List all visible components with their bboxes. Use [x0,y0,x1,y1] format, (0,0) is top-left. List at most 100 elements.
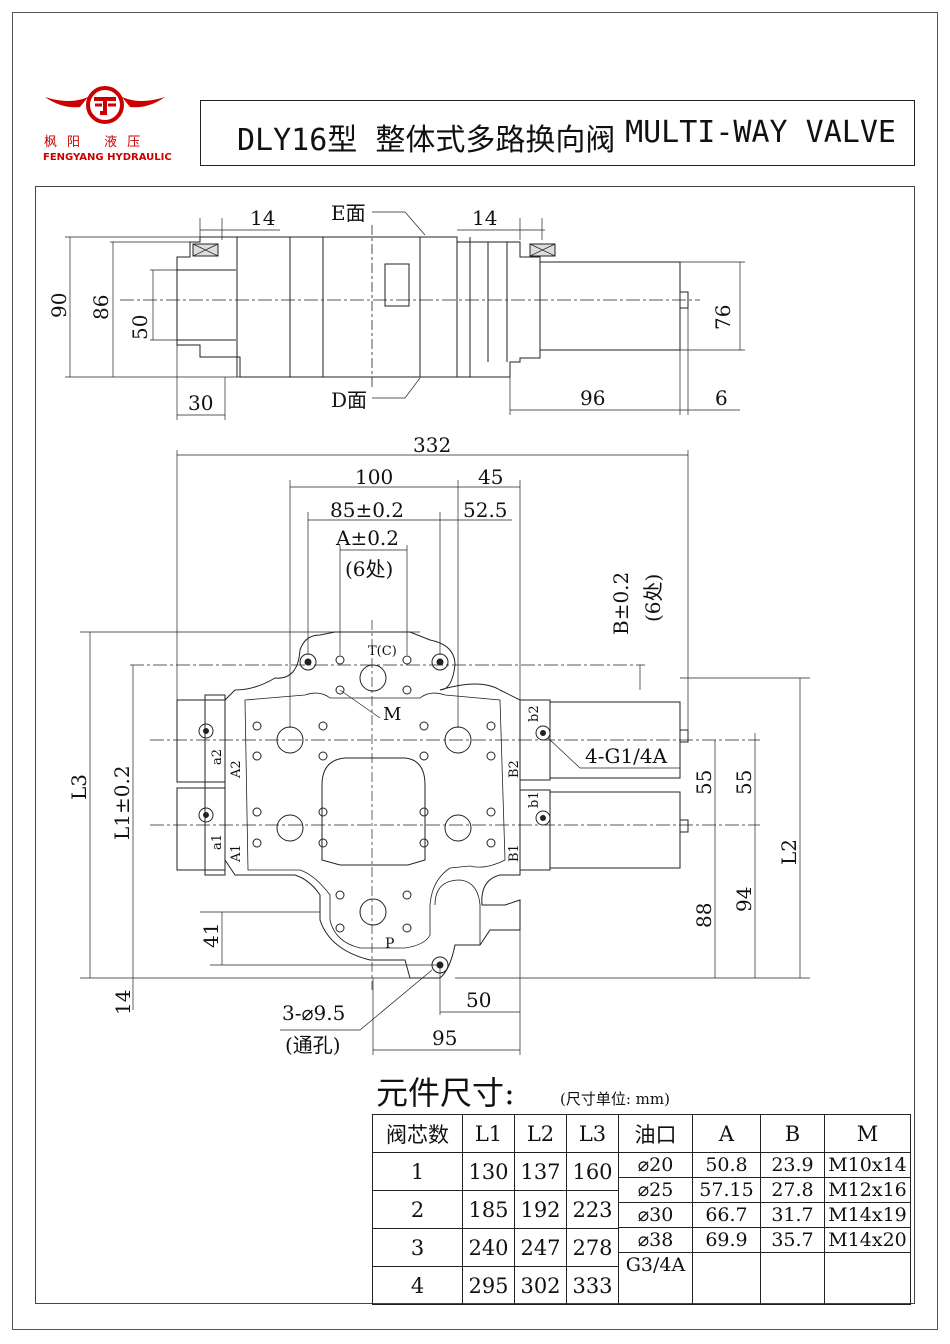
title-english: MULTI-WAY VALVE [625,115,896,150]
table-row: 2 185 192 223 [372,1190,911,1229]
table-row: 1 130 137 160 ⌀20 ⌀25 ⌀30 ⌀38 G3/4A 50.8… [372,1152,911,1305]
plan-view [80,450,810,1055]
dim-88: 88 [692,903,716,928]
cell-l2: 247 [514,1228,567,1267]
dim-52-5: 52.5 [463,498,508,522]
m-cell: M14x19 [825,1203,910,1228]
e-face-label: E面 [331,201,366,225]
dim-55-b: 55 [732,770,756,795]
spool-count: 3 [372,1228,463,1267]
b-cell: 23.9 [761,1153,824,1178]
dim-14-left: 14 [250,206,275,230]
port-a1-label: a1 [210,834,225,850]
dim-94: 94 [732,887,756,912]
dim-30: 30 [188,391,213,415]
cell-l3: 160 [566,1152,619,1191]
cell-l2: 302 [514,1266,567,1305]
cell-l2: 192 [514,1190,567,1229]
m-column: M10x14 M12x16 M14x19 M14x20 [824,1152,911,1305]
dim-b: B±0.2 [609,572,633,635]
logo-en-text: FENGYANG HYDRAULIC [43,152,172,163]
a-cell [693,1253,760,1277]
a-cell: 50.8 [693,1153,760,1178]
dim-50-bottom: 50 [466,988,491,1012]
logo-cn-text: 枫阳 液压 [44,135,151,150]
holes-note: (通孔) [285,1033,341,1057]
b-cell: 35.7 [761,1228,824,1253]
dim-100: 100 [355,465,393,489]
dim-L2: L2 [777,839,801,865]
cell-l3: 278 [566,1228,619,1267]
spool-count: 1 [372,1152,463,1191]
dim-76: 76 [711,305,735,330]
a-column: 50.8 57.15 66.7 69.9 [692,1152,761,1305]
dim-a: A±0.2 [335,526,399,550]
table-row: 3 240 247 278 [372,1228,911,1267]
dim-50: 50 [128,315,152,340]
fengyang-logo [45,86,165,124]
cell-l1: 130 [462,1152,515,1191]
dim-332: 332 [413,433,451,457]
table-unit: (尺寸单位: mm) [560,1090,670,1108]
header-cell: A [692,1114,761,1153]
label-A1: A1 [229,844,244,863]
side-view [65,211,745,420]
d-face-label: D面 [331,388,367,412]
port-cell: G3/4A [625,1254,686,1276]
header-cell: L2 [514,1114,567,1153]
b-cell [761,1253,824,1277]
port-cell: ⌀30 [619,1203,692,1228]
port-m-label: M [383,704,401,725]
cell-l2: 137 [514,1152,567,1191]
cell-l1: 240 [462,1228,515,1267]
b-cell: 31.7 [761,1203,824,1228]
dim-95: 95 [432,1026,457,1050]
cell-l3: 333 [566,1266,619,1305]
dim-41: 41 [199,923,223,948]
dim-6: 6 [715,386,728,410]
label-B1: B1 [507,844,522,862]
title-box: DLY16型 整体式多路换向阀 MULTI-WAY VALVE [200,100,915,166]
port-b1-label: b1 [527,791,542,808]
m-cell: M10x14 [825,1153,910,1178]
b-column: 23.9 27.8 31.7 35.7 [760,1152,825,1305]
spool-count: 2 [372,1190,463,1229]
port-p-label: P [385,936,394,952]
label-B2: B2 [507,760,522,778]
header-cell: L1 [462,1114,515,1153]
holes-label: 3-⌀9.5 [282,1001,345,1025]
dim-L1: L1±0.2 [110,765,134,840]
ports-note: 4-G1/4A [585,744,668,768]
b-cell: 27.8 [761,1178,824,1203]
port-cell: ⌀38 [619,1228,692,1253]
title-chinese: DLY16型 整体式多路换向阀 [237,123,616,158]
header-cell: M [824,1114,911,1153]
thread-holes [252,655,496,933]
header-cell: L3 [566,1114,619,1153]
port-b2-label: b2 [527,705,542,722]
m-cell: M14x20 [825,1228,910,1253]
dim-b-note: (6处) [641,574,665,622]
technical-drawing: E面 D面 14 14 30 96 6 90 86 50 76 [47,201,810,1057]
a-cell: 69.9 [693,1228,760,1253]
dim-14-bottom: 14 [111,990,135,1015]
m-cell [825,1253,910,1277]
dim-86: 86 [89,295,113,320]
dim-90: 90 [47,293,71,318]
cell-l3: 223 [566,1190,619,1229]
port-a2-label: a2 [210,749,225,765]
m-cell: M12x16 [825,1178,910,1203]
page-frame [12,12,938,1330]
port-cell: ⌀20 [619,1153,692,1178]
port-cell: ⌀25 [619,1178,692,1203]
dimension-table: 阀芯数 L1 L2 L3 油口 A B M 1 130 137 160 ⌀20 … [372,1114,911,1305]
dim-L3: L3 [67,774,91,800]
table-title: 元件尺寸: [376,1074,515,1112]
dim-a-note: (6处) [345,557,393,581]
header-cell: 油口 [618,1114,693,1153]
label-A2: A2 [229,760,244,779]
cell-l1: 295 [462,1266,515,1305]
a-cell: 57.15 [693,1178,760,1203]
dim-96: 96 [580,386,605,410]
header-cell: B [760,1114,825,1153]
